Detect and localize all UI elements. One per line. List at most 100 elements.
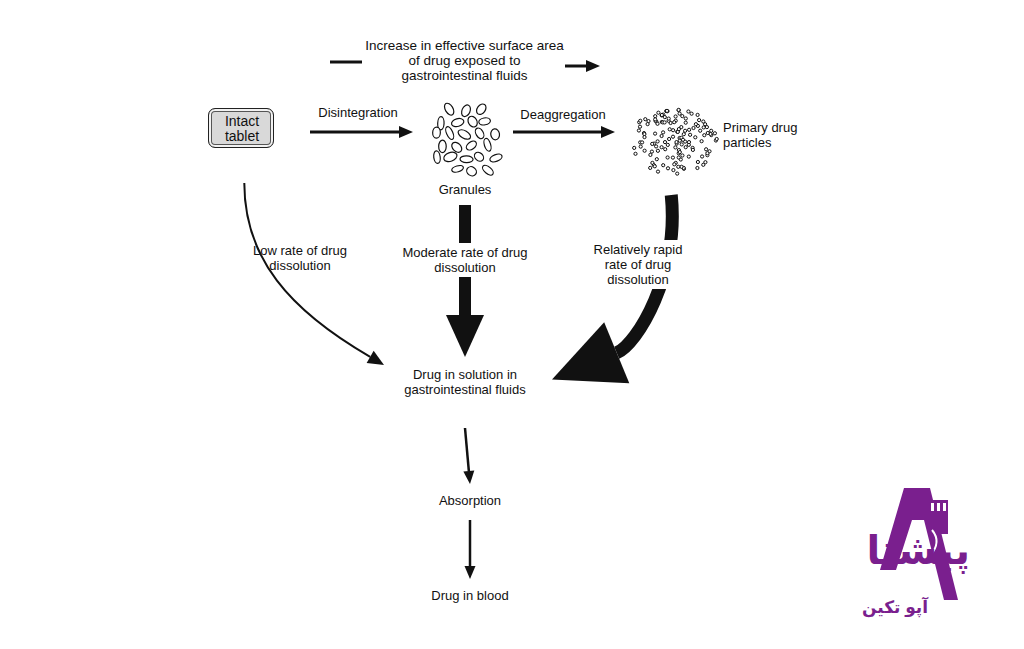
particle xyxy=(643,136,646,139)
granule xyxy=(465,165,478,178)
particle xyxy=(660,146,663,149)
particle xyxy=(671,156,674,159)
arrow-head xyxy=(463,471,474,484)
connector-arrow xyxy=(465,520,476,579)
granules-illustration xyxy=(425,100,505,180)
particle xyxy=(677,128,680,131)
particle xyxy=(676,172,679,175)
particle xyxy=(680,143,683,146)
particle xyxy=(692,126,695,129)
particle xyxy=(703,134,706,137)
granule xyxy=(473,150,486,163)
connector-line xyxy=(465,428,469,471)
arrow-head xyxy=(601,126,615,138)
particle xyxy=(696,160,699,163)
particle xyxy=(654,132,657,135)
connector-arrow xyxy=(463,428,474,484)
particle xyxy=(702,163,705,166)
particle xyxy=(656,149,659,152)
particle xyxy=(673,163,676,166)
particle xyxy=(705,148,708,151)
arrow-head xyxy=(399,126,413,138)
particle xyxy=(668,137,671,140)
particle xyxy=(633,146,636,149)
node-label: Drug in solution in gastrointestinal flu… xyxy=(390,367,540,397)
particles-cluster: Primary drug particles xyxy=(625,105,810,180)
particle xyxy=(656,140,659,143)
particle xyxy=(672,169,675,172)
particle xyxy=(665,109,668,112)
process-note: Increase in effective surface area of dr… xyxy=(362,38,567,83)
particle xyxy=(674,146,677,149)
edge-label: Disintegration xyxy=(306,105,410,120)
arrow-head xyxy=(367,351,384,365)
granule xyxy=(489,153,503,164)
granule xyxy=(483,138,493,153)
arrow-head xyxy=(446,315,484,357)
tablet-box: Intact tablet xyxy=(208,108,274,148)
absorption-node: Absorption xyxy=(420,490,520,512)
particle xyxy=(681,138,684,141)
particle xyxy=(655,145,658,148)
edge-label: Low rate of drug dissolution xyxy=(238,243,362,273)
granule xyxy=(481,164,495,177)
particle xyxy=(715,137,718,140)
arrow-head xyxy=(552,322,629,383)
granules-cluster: Granules xyxy=(425,100,505,200)
particle xyxy=(677,109,680,112)
particle xyxy=(638,125,641,128)
particle xyxy=(637,129,640,132)
particle xyxy=(699,129,702,132)
particle xyxy=(663,121,666,124)
particle xyxy=(684,146,687,149)
blood-node: Drug in blood xyxy=(405,585,535,607)
granule xyxy=(457,128,473,141)
particle xyxy=(701,155,704,158)
particle xyxy=(689,133,692,136)
granule xyxy=(432,127,440,138)
granule xyxy=(475,102,488,116)
granule xyxy=(443,102,456,117)
connector-arrow xyxy=(310,126,413,138)
surface-arrow-shaft xyxy=(565,65,588,68)
watermark: آپو تکین xyxy=(840,598,950,617)
particles-illustration xyxy=(625,105,723,180)
connector-arrow xyxy=(552,195,672,383)
connector-line xyxy=(513,131,601,134)
particle xyxy=(684,129,687,132)
particle xyxy=(649,166,652,169)
connector-line xyxy=(469,520,472,566)
solution-node: Drug in solution in gastrointestinal flu… xyxy=(390,362,540,420)
granule xyxy=(451,164,464,173)
particle xyxy=(681,154,684,157)
particle xyxy=(706,131,709,134)
particle xyxy=(656,170,659,173)
edge-label: Relatively rapid rate of drug dissolutio… xyxy=(584,240,692,289)
particle xyxy=(674,115,677,118)
granule xyxy=(490,128,500,140)
granule xyxy=(444,126,455,141)
particle xyxy=(688,128,691,131)
particle xyxy=(641,141,644,144)
particle xyxy=(642,132,645,135)
particle xyxy=(639,145,642,148)
particle xyxy=(644,118,647,121)
particle xyxy=(687,110,690,113)
particle xyxy=(690,112,693,115)
particle xyxy=(694,136,697,139)
arrow-head xyxy=(465,566,476,579)
node-label: Intact tablet xyxy=(209,114,275,144)
connector-arrow xyxy=(244,183,384,365)
particle xyxy=(696,113,699,116)
granule xyxy=(433,151,441,164)
particle xyxy=(649,153,652,156)
particle xyxy=(662,131,665,134)
particle xyxy=(691,148,694,151)
particle xyxy=(696,166,699,169)
granule xyxy=(451,117,465,128)
surface-arrow-head xyxy=(586,60,600,72)
particle xyxy=(671,135,674,138)
granule xyxy=(466,115,479,129)
particle xyxy=(650,150,653,153)
